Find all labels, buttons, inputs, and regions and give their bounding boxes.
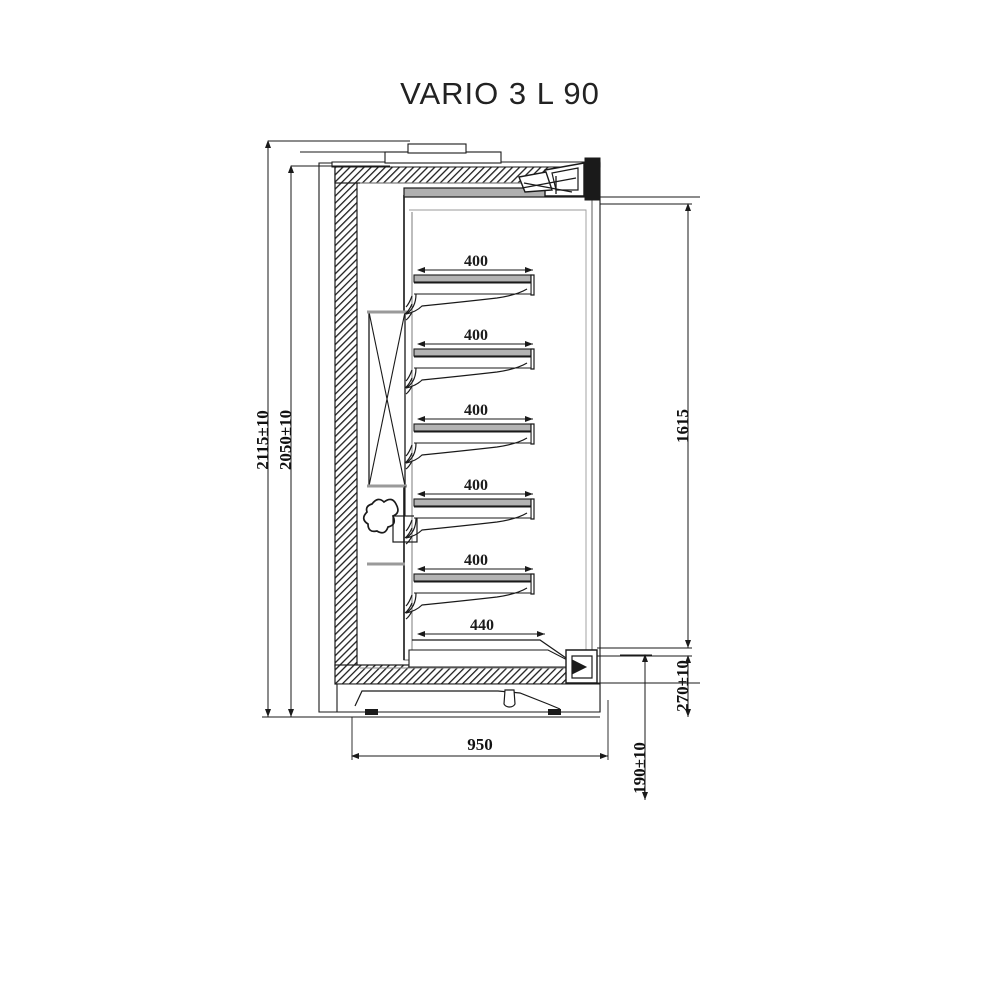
shelf-depth-label-3: 400 [464,402,488,419]
dim-label-base-front-height: 190±10 [630,742,649,794]
leg-foot-left [365,709,378,715]
shelf-assembly-3 [404,423,535,470]
shelf-assembly-4 [404,498,535,545]
fan-motor-assembly [362,486,418,566]
roof-riser-lower [384,151,502,164]
shelf-depth-label-1: 400 [464,253,488,270]
shelf-depth-label-5: 400 [464,552,488,569]
shelf-plate-2 [413,348,532,357]
shelf-underside-1 [414,282,532,295]
shelf-underside-2 [414,356,532,369]
shelf-bracket-ribs-5 [404,594,413,620]
rear-wall-insulation [334,165,358,667]
base-plinth [336,683,601,713]
evaporator-cross-2 [368,311,406,487]
page-title: VARIO 3 L 90 [400,76,600,111]
shelf-plate-5 [413,573,532,582]
canopy-brace-1 [521,177,577,189]
shelf-airflow-curve-2 [405,362,528,389]
shelf-depth-label-4: 400 [464,477,488,494]
shelf-underside-4 [414,506,532,519]
fan-coil-glyph [362,498,399,534]
canopy-airflow-assembly [518,157,601,201]
evaporator-assembly [367,310,407,488]
front-frame-post [584,157,601,201]
front-deck-pan [408,649,584,668]
dim-label-opening-height: 1615 [673,409,692,443]
shelf-bracket-ribs-4 [404,519,413,545]
leader-lines [597,196,700,684]
shelf-bracket-ribs-2 [404,369,413,395]
shelf-assembly-5 [404,573,535,620]
return-airflow-arrow [571,659,588,675]
shelf-underside-5 [414,581,532,594]
shelf-plate-4 [413,498,532,507]
shelf-bracket-ribs-1 [404,295,413,321]
dim-label-overall-depth: 950 [467,735,493,754]
shelf-assembly-2 [404,348,535,395]
shelf-dimension-lines [417,267,545,637]
dim-label-overall-height: 2115±10 [253,410,272,469]
dim-label-cabinet-height: 2050±10 [276,410,295,470]
shelf-underside-3 [414,431,532,444]
canopy-brace-2 [523,182,573,193]
cabinet-body [300,143,601,715]
shelf-bracket-ribs-3 [404,444,413,470]
base-dimension-group: 270±10 190±10 [597,654,692,800]
bottom-dimension-group: 950 [351,700,609,760]
shelf-airflow-curve-3 [405,437,528,464]
shelf-plate-1 [413,274,532,283]
shelf-group [404,274,535,620]
dim-label-base-height: 270±10 [673,660,692,712]
shelf-assembly-1 [404,274,535,321]
shelf-airflow-curve-1 [405,288,528,315]
drain-fitting [503,689,516,708]
shelf-depth-label-2: 400 [464,327,488,344]
shelf-airflow-curve-4 [405,512,528,539]
shelf-dimension-labels: 400 400 400 400 400 440 [464,253,494,634]
right-dimension-group: 1615 [597,203,692,649]
leg-foot-right [548,709,561,715]
shelf-plate-3 [413,423,532,432]
deck-depth-label: 440 [470,617,494,634]
roof-riser-upper [407,143,467,154]
left-dimension-group: 2115±10 2050±10 [253,140,600,718]
display-cavity-inner [409,209,587,655]
front-return-air-grille [565,649,598,684]
canopy-housing-inner [551,167,579,191]
shelf-airflow-curve-5 [405,587,528,614]
